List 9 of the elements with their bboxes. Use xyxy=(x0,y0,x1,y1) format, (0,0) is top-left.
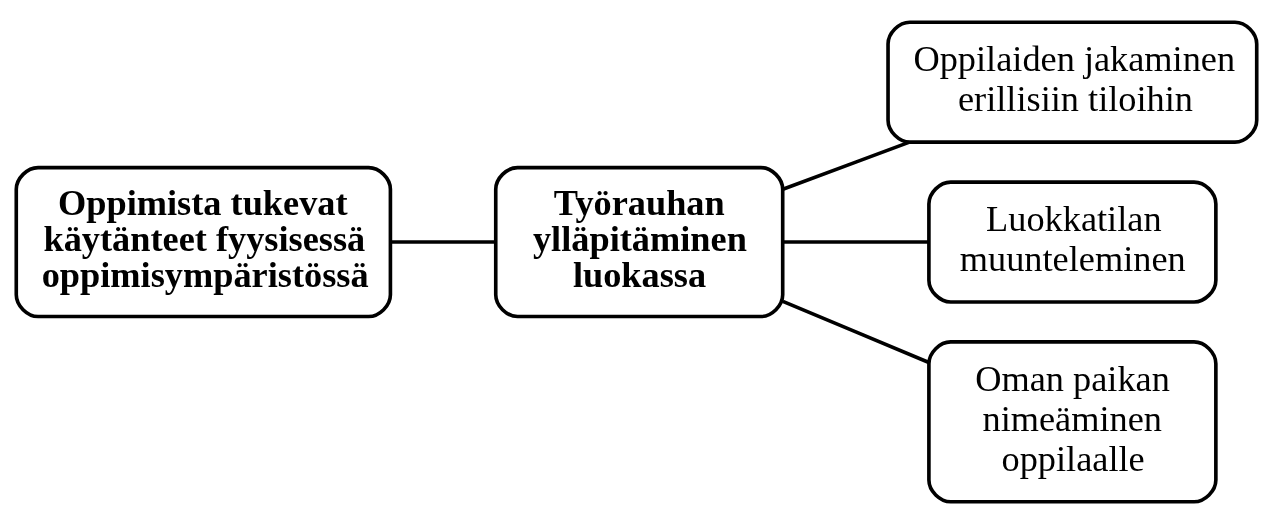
node-box: Työrauhan ylläpitäminen luokassa xyxy=(493,165,785,318)
connector xyxy=(390,239,496,244)
connector xyxy=(782,239,929,244)
connector xyxy=(782,299,930,364)
node-box: Oppilaiden jakaminen erillisiin tiloihin xyxy=(886,19,1259,144)
node-box: Oman paikan nimeäminen oppilaalle xyxy=(927,339,1218,504)
node-box: Luokkatilan muunteleminen xyxy=(927,179,1218,304)
node-box: Oppimista tukevat käytänteet fyysisessä oppimisympäristössä xyxy=(14,165,393,318)
connector xyxy=(782,140,910,191)
